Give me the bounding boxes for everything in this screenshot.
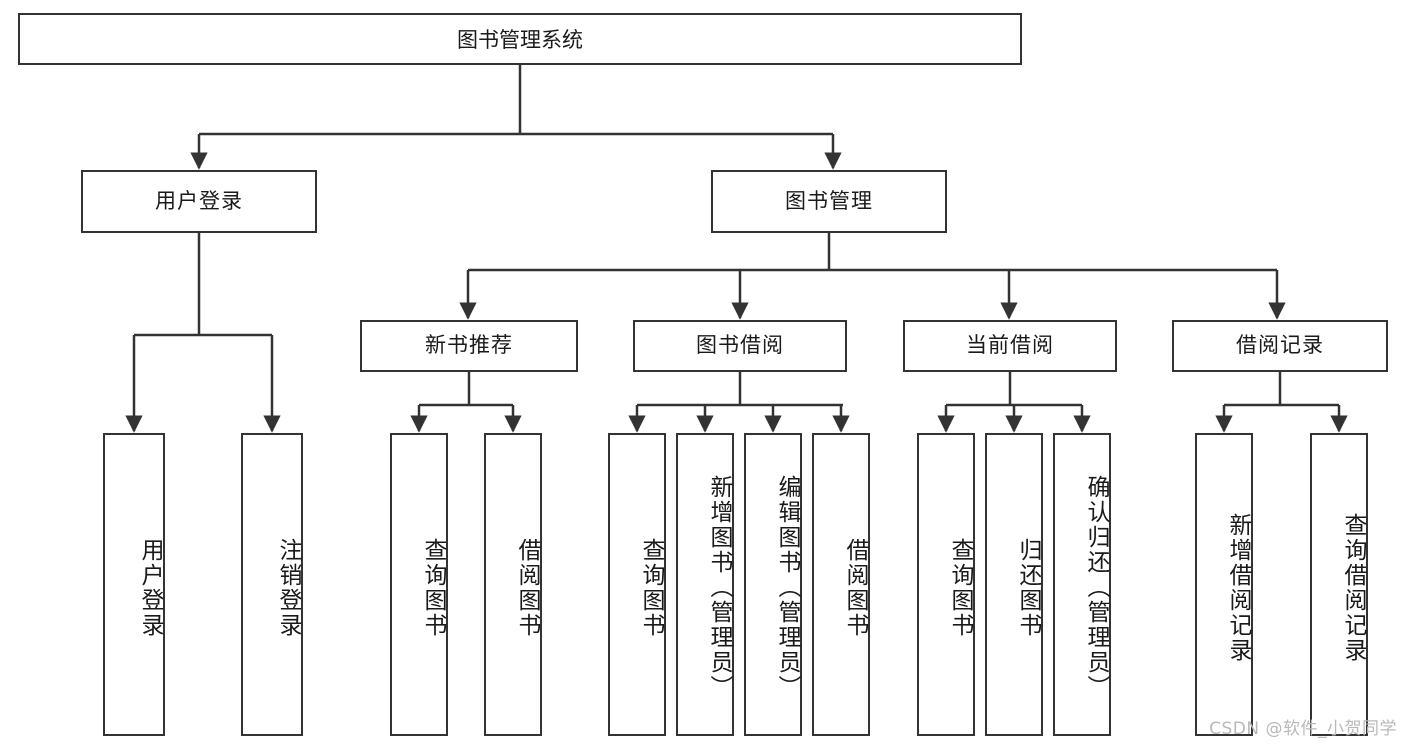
node-leaf-logout-login-label: 注销登录 — [275, 537, 301, 638]
node-book-borrow-label: 图书借阅 — [696, 333, 784, 358]
node-leaf-logout-login[interactable]: 注销登录 — [241, 433, 303, 736]
node-new-book-recommend-label: 新书推荐 — [425, 333, 513, 358]
node-leaf-borrow-book-2[interactable]: 借阅图书 — [812, 433, 870, 736]
node-leaf-add-borrow-record-label: 新增借阅记录 — [1225, 512, 1251, 663]
node-leaf-query-book-2-label: 查询图书 — [638, 537, 664, 638]
node-leaf-query-book-3-label: 查询图书 — [947, 537, 973, 638]
node-root[interactable]: 图书管理系统 — [18, 13, 1022, 65]
node-leaf-add-book-label: 新增图书（管理员） — [706, 475, 732, 700]
node-current-borrow-label: 当前借阅 — [966, 333, 1054, 358]
node-leaf-borrow-book-1[interactable]: 借阅图书 — [484, 433, 542, 736]
node-leaf-add-book[interactable]: 新增图书（管理员） — [676, 433, 734, 736]
node-borrow-record-label: 借阅记录 — [1236, 333, 1324, 358]
node-borrow-record[interactable]: 借阅记录 — [1172, 320, 1388, 372]
node-leaf-edit-book[interactable]: 编辑图书（管理员） — [744, 433, 802, 736]
node-leaf-confirm-return-label: 确认归还（管理员） — [1083, 475, 1109, 700]
node-user-login-label: 用户登录 — [155, 188, 243, 213]
node-leaf-query-book-1-label: 查询图书 — [420, 537, 446, 638]
node-leaf-edit-book-label: 编辑图书（管理员） — [774, 475, 800, 700]
node-leaf-borrow-book-1-label: 借阅图书 — [514, 537, 540, 638]
node-leaf-query-borrow-record-label: 查询借阅记录 — [1340, 512, 1366, 663]
node-root-label: 图书管理系统 — [457, 28, 583, 52]
node-book-manage[interactable]: 图书管理 — [711, 170, 947, 233]
node-leaf-user-login-label: 用户登录 — [137, 537, 163, 638]
node-book-borrow[interactable]: 图书借阅 — [633, 320, 847, 372]
node-user-login[interactable]: 用户登录 — [81, 170, 317, 233]
node-leaf-query-book-2[interactable]: 查询图书 — [608, 433, 666, 736]
node-leaf-confirm-return[interactable]: 确认归还（管理员） — [1053, 433, 1111, 736]
node-leaf-borrow-book-2-label: 借阅图书 — [842, 537, 868, 638]
node-new-book-recommend[interactable]: 新书推荐 — [360, 320, 578, 372]
node-leaf-return-book[interactable]: 归还图书 — [985, 433, 1043, 736]
node-current-borrow[interactable]: 当前借阅 — [903, 320, 1117, 372]
node-leaf-return-book-label: 归还图书 — [1015, 537, 1041, 638]
node-leaf-query-book-1[interactable]: 查询图书 — [390, 433, 448, 736]
node-leaf-add-borrow-record[interactable]: 新增借阅记录 — [1195, 433, 1253, 736]
node-leaf-query-book-3[interactable]: 查询图书 — [917, 433, 975, 736]
node-leaf-user-login[interactable]: 用户登录 — [103, 433, 165, 736]
node-leaf-query-borrow-record[interactable]: 查询借阅记录 — [1310, 433, 1368, 736]
node-book-manage-label: 图书管理 — [785, 188, 873, 213]
csdn-watermark: CSDN @软件_小贺同学 — [1209, 719, 1397, 739]
